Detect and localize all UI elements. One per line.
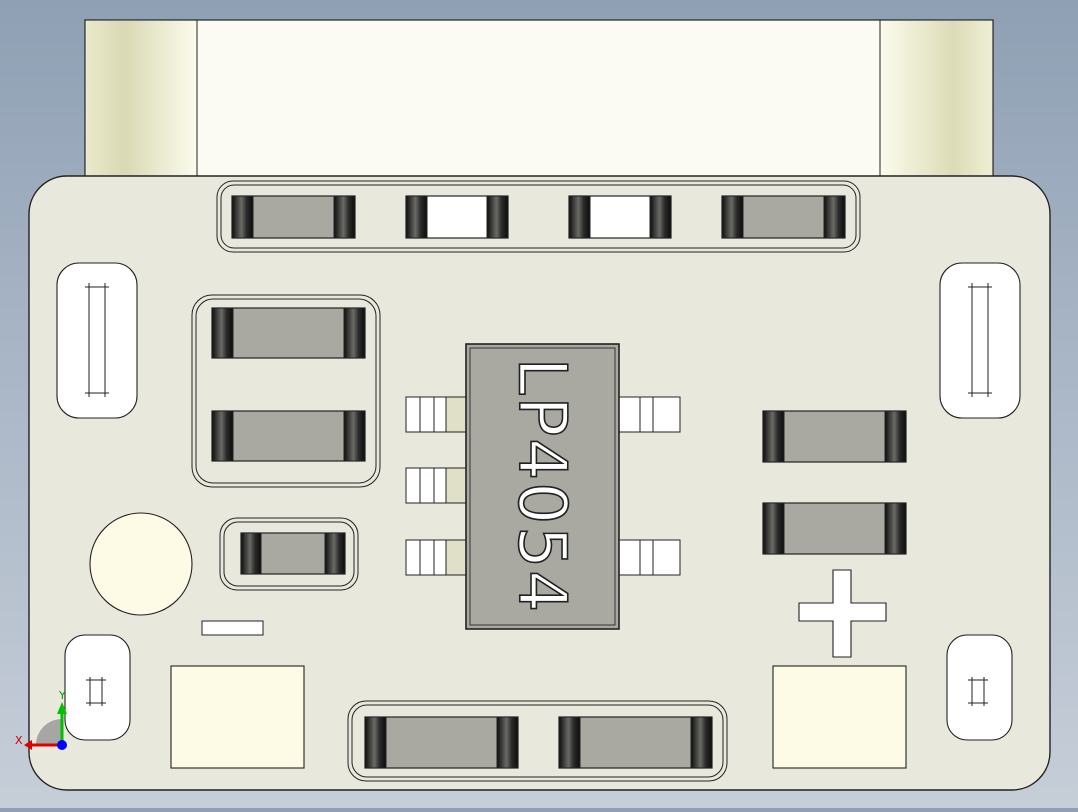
chip-pin [618, 539, 681, 576]
mounting-slot [56, 262, 138, 419]
lp4054-chip: LP4054 [465, 343, 620, 630]
battery-pad-negative [170, 665, 305, 769]
mounting-slot [939, 262, 1021, 419]
smd-capacitor [211, 410, 366, 462]
small-component-group [219, 517, 359, 591]
positive-polarity-marking [798, 569, 887, 658]
smd-resistor [721, 195, 846, 239]
chip-pins-left [405, 396, 468, 576]
chip-pin [405, 539, 468, 576]
smd-capacitor [558, 716, 713, 769]
bottom-component-group [347, 700, 728, 782]
axis-x-label: X [15, 734, 23, 747]
chip-pins-right [618, 396, 681, 576]
smd-led [405, 195, 509, 239]
smd-resistor [240, 532, 346, 575]
negative-polarity-marking [201, 620, 264, 636]
mounting-slot [946, 634, 1013, 741]
smd-capacitor [762, 410, 907, 463]
smd-capacitor [211, 307, 366, 359]
chip-pin [405, 467, 468, 504]
chip-pin [618, 396, 681, 433]
smd-capacitor [364, 716, 519, 769]
smd-resistor [231, 195, 356, 239]
left-component-group [191, 294, 381, 488]
top-component-group [216, 180, 861, 253]
chip-label: LP4054 [504, 358, 581, 615]
mounting-slot [64, 634, 131, 741]
battery-pad-positive [772, 665, 907, 769]
coordinate-triad[interactable]: Y X [15, 689, 67, 750]
smd-led [568, 195, 672, 239]
round-pad [89, 512, 193, 616]
axis-y-label: Y [58, 689, 66, 702]
smd-capacitor [762, 502, 907, 555]
chip-pin [405, 396, 468, 433]
usb-connector [84, 19, 994, 191]
